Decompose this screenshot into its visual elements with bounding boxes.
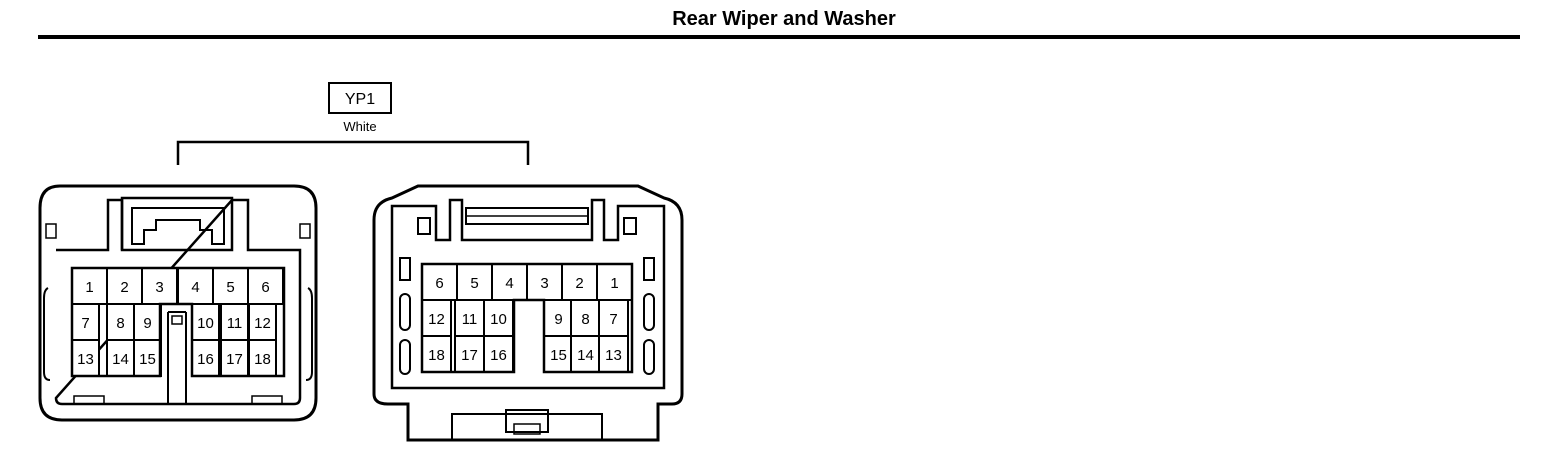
right-side-slot-r2 [643,293,655,331]
pin-number: 5 [470,275,478,292]
right-bottom-lock-tab [505,409,549,433]
right-bottom-lock-knob [513,423,541,435]
pin-number: 12 [254,315,271,332]
left-notch-l [45,223,57,239]
title-rule [38,35,1520,39]
pin-number: 15 [139,351,156,368]
pin-number: 11 [227,315,243,332]
left-side-rib-r [305,287,313,381]
connector-id-box [328,82,392,114]
pin-number: 13 [605,347,622,364]
right-housing-outline [372,184,684,442]
pin-cell [561,263,598,301]
left-housing-outline [38,184,318,422]
left-bottom-tab-r [251,395,283,405]
pin-cell [598,335,629,373]
pin-number: 1 [85,279,93,296]
right-pin-grid: 6 5 4 3 2 1 12 11 10 9 8 7 18 17 16 15 14 13 [420,262,634,374]
left-key-slot-inner [171,315,183,325]
connector-label: YP1 White [328,82,392,134]
pin-number: 18 [428,347,445,364]
left-side-rib-l [43,287,51,381]
left-notch-r [299,223,311,239]
pin-number: 16 [197,351,214,368]
pin-number: 8 [581,311,589,328]
view-bracket [176,140,530,165]
right-housing-inner [390,198,666,390]
pin-number: 14 [577,347,594,364]
connector-left-view [38,184,318,422]
pin-number: 9 [554,311,562,328]
right-side-slot-r1 [643,257,655,281]
page-title: Rear Wiper and Washer [672,8,896,30]
right-side-slot-l2 [399,293,411,331]
pin-number: 4 [191,279,199,296]
connector-id: YP1 [345,91,375,108]
pin-number: 3 [155,279,163,296]
pin-number: 11 [462,311,478,328]
pin-grid-frame [70,266,286,378]
pin-number: 2 [575,275,583,292]
left-latch-outer [120,196,234,252]
pin-number: 7 [609,311,617,328]
pin-number: 6 [261,279,269,296]
pin-number: 7 [81,315,89,332]
pin-cell [212,267,249,305]
right-side-slot-r3 [643,339,655,375]
pin-number: 18 [254,351,271,368]
pin-cell [248,339,277,377]
left-latch-inner [131,207,225,245]
pin-number: 16 [490,347,507,364]
pin-grid-frame [420,262,634,374]
pin-number: 15 [550,347,567,364]
pin-number: 6 [435,275,443,292]
pin-number: 14 [112,351,129,368]
pin-number: 9 [143,315,151,332]
pin-cell [71,339,100,377]
connector-right-view [372,184,684,442]
pin-cell [454,335,485,373]
right-bottom-lock [451,413,603,441]
pin-number: 4 [505,275,513,292]
pin-number: 12 [428,311,445,328]
pin-number: 10 [197,315,214,332]
pin-number: 8 [116,315,124,332]
pin-number: 3 [540,275,548,292]
pin-number: 2 [120,279,128,296]
pin-number: 10 [490,311,507,328]
right-window-l [417,217,431,235]
pin-number: 13 [77,351,94,368]
right-window-r [623,217,637,235]
pin-number: 1 [610,275,618,292]
left-bottom-tab-l [73,395,105,405]
right-side-slot-l3 [399,339,411,375]
right-side-slot-l1 [399,257,411,281]
pin-number: 17 [226,351,243,368]
connector-color: White [343,119,376,134]
left-key-slot [167,311,187,404]
pin-number: 5 [226,279,234,296]
pin-number: 17 [461,347,478,364]
